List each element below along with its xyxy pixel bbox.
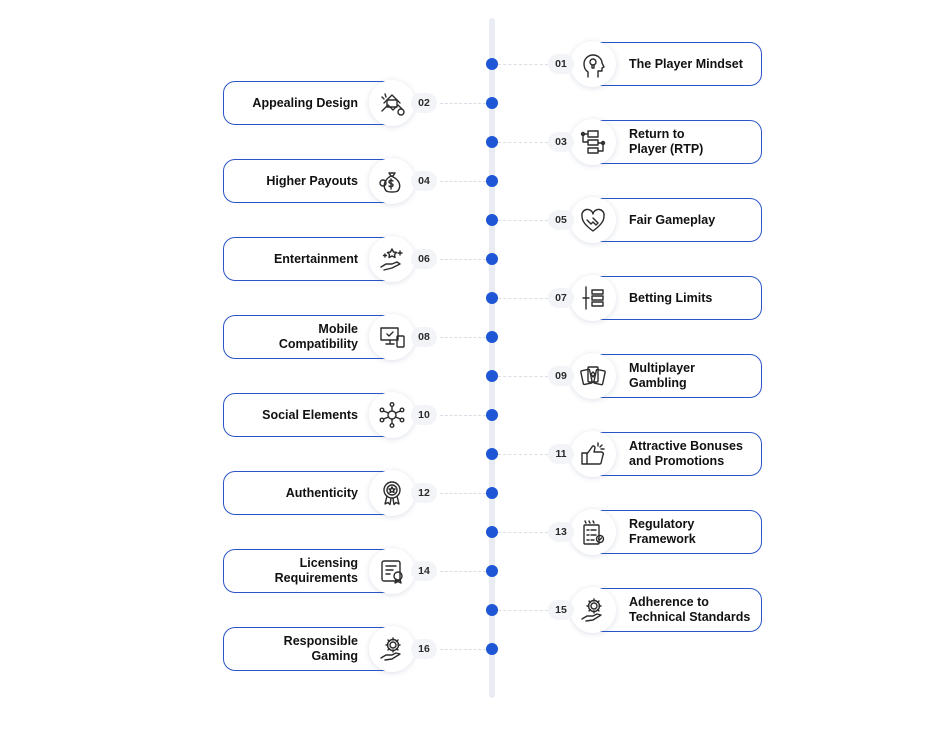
step-label: The Player Mindset: [629, 56, 743, 71]
step-number: 08: [411, 327, 437, 347]
step-label: Social Elements: [262, 407, 358, 422]
connector-line: [440, 571, 486, 572]
step-number: 07: [548, 288, 574, 308]
step-label: Entertainment: [273, 251, 358, 266]
timeline-dot: [486, 58, 498, 70]
certificate-icon: [369, 548, 415, 594]
timeline-dot: [486, 292, 498, 304]
connector-line: [440, 337, 486, 338]
timeline-dot: [486, 526, 498, 538]
connector-line: [498, 610, 548, 611]
hand-stars-icon: [369, 236, 415, 282]
connector-line: [440, 493, 486, 494]
timeline-dot: [486, 409, 498, 421]
timeline-dot: [486, 487, 498, 499]
connector-line: [498, 142, 548, 143]
step-number: 11: [548, 444, 574, 464]
design-hand-icon: [369, 80, 415, 126]
timeline-dot: [486, 214, 498, 226]
connector-line: [498, 454, 548, 455]
step-label: Responsible Gaming: [283, 634, 358, 663]
timeline-dot: [486, 175, 498, 187]
step-number: 15: [548, 600, 574, 620]
connector-line: [440, 181, 486, 182]
step-label: Fair Gameplay: [629, 212, 716, 227]
step-number: 14: [411, 561, 437, 581]
step-label: Higher Payouts: [266, 173, 358, 188]
step-number: 09: [548, 366, 574, 386]
step-label: Licensing Requirements: [274, 556, 358, 585]
timeline-dot: [486, 565, 498, 577]
connector-line: [498, 298, 548, 299]
step-number: 06: [411, 249, 437, 269]
connector-line: [440, 649, 486, 650]
gear-hand-icon: [570, 587, 616, 633]
step-label: Attractive Bonuses and Promotions: [629, 439, 743, 468]
connector-line: [498, 220, 548, 221]
step-number: 04: [411, 171, 437, 191]
step-label: Appealing Design: [252, 95, 358, 110]
step-number: 03: [548, 132, 574, 152]
money-bag-icon: [369, 158, 415, 204]
connector-line: [498, 376, 548, 377]
timeline-dot: [486, 643, 498, 655]
award-badge-icon: [369, 470, 415, 516]
step-label: Return to Player (RTP): [629, 127, 704, 156]
timeline-dot: [486, 604, 498, 616]
handshake-heart-icon: [570, 197, 616, 243]
step-number: 12: [411, 483, 437, 503]
step-number: 10: [411, 405, 437, 425]
flowchart-icon: [570, 119, 616, 165]
connector-line: [440, 103, 486, 104]
step-label: Mobile Compatibility: [278, 322, 358, 351]
gear-hand-icon: [369, 626, 415, 672]
head-lightbulb-icon: [570, 41, 616, 87]
timeline-dot: [486, 448, 498, 460]
timeline-dot: [486, 253, 498, 265]
step-number: 16: [411, 639, 437, 659]
step-label: Betting Limits: [629, 290, 713, 305]
checklist-icon: [570, 509, 616, 555]
connector-line: [440, 259, 486, 260]
connector-line: [440, 415, 486, 416]
step-number: 01: [548, 54, 574, 74]
devices-icon: [369, 314, 415, 360]
step-number: 05: [548, 210, 574, 230]
connector-line: [498, 532, 548, 533]
step-label: Adherence to Technical Standards: [629, 595, 751, 624]
step-number: 13: [548, 522, 574, 542]
network-icon: [369, 392, 415, 438]
step-label: Regulatory Framework: [629, 517, 696, 546]
playing-cards-icon: [570, 353, 616, 399]
connector-line: [498, 64, 548, 65]
step-label: Authenticity: [285, 485, 358, 500]
timeline-spine: [489, 18, 495, 698]
step-label: Multiplayer Gambling: [629, 361, 695, 390]
limit-bar-icon: [570, 275, 616, 321]
timeline-dot: [486, 331, 498, 343]
thumbs-up-icon: [570, 431, 616, 477]
timeline-dot: [486, 370, 498, 382]
timeline-dot: [486, 97, 498, 109]
timeline-dot: [486, 136, 498, 148]
step-number: 02: [411, 93, 437, 113]
